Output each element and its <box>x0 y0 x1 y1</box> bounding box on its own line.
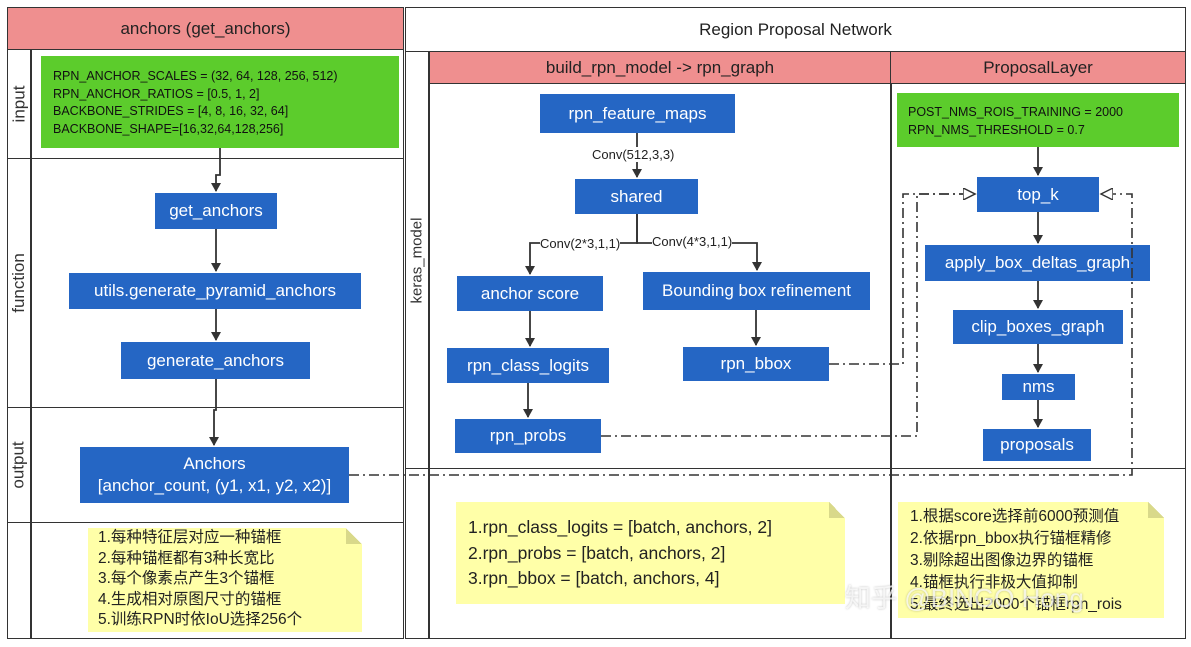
proposal-param-rois: POST_NMS_ROIS_TRAINING = 2000 <box>908 105 1124 119</box>
proposal-param-nms: RPN_NMS_THRESHOLD = 0.7 <box>908 122 1085 137</box>
lane-label-divider <box>30 49 32 639</box>
rpn-notes-lane <box>405 468 1186 639</box>
watermark: 知乎 @BINGO Hong <box>845 583 1084 613</box>
nms-node: nms <box>1002 374 1075 400</box>
rpn-label-divider <box>428 51 430 639</box>
proposal-note-5: 5.最终选出2000个锚框rpn_rois <box>910 596 1122 613</box>
anchor-score-node: anchor score <box>457 276 603 311</box>
rpn-feature-maps-node: rpn_feature_maps <box>540 94 735 133</box>
anchor-param-scales: RPN_ANCHOR_SCALES = (32, 64, 128, 256, 5… <box>53 69 338 83</box>
rpn-panel-title: Region Proposal Network <box>405 7 1186 52</box>
rpn-column-divider <box>890 51 892 639</box>
rpn-probs-node: rpn_probs <box>455 419 601 453</box>
anchors-output-node: Anchors [anchor_count, (y1, x1, y2, x2)] <box>80 447 349 503</box>
edge-probs-to-topk <box>601 194 975 437</box>
anchor-param-strides: BACKBONE_STRIDES = [4, 8, 16, 32, 64] <box>53 104 289 118</box>
rpn-panel-title-text: Region Proposal Network <box>699 19 892 39</box>
anchor-param-shape: BACKBONE_SHAPE=[16,32,64,128,256] <box>53 121 284 136</box>
edge-params-to-get-anchors <box>211 148 221 192</box>
generate-pyramid-anchors-node: utils.generate_pyramid_anchors <box>69 273 361 309</box>
rpn-bbox-node: rpn_bbox <box>683 347 829 381</box>
anchor-note-4: 4.生成相对原图尺寸的锚框 <box>98 590 282 608</box>
shared-node: shared <box>575 179 698 214</box>
proposal-note-3: 3.剔除超出图像边界的锚框 <box>910 552 1094 569</box>
conv-shared-label: Conv(512,3,3) <box>592 147 675 162</box>
rpn-class-logits-node: rpn_class_logits <box>447 348 609 383</box>
bbox-refinement-node: Bounding box refinement <box>643 272 870 310</box>
clip-boxes-node: clip_boxes_graph <box>953 310 1123 344</box>
edge-generate-to-output <box>209 379 219 446</box>
proposal-note-1: 1.根据score选择前6000预测值 <box>910 508 1120 525</box>
conv-bbox-label: Conv(4*3,1,1) <box>652 234 733 249</box>
proposal-note-4: 4.锚框执行非极大值抑制 <box>910 574 1078 591</box>
anchor-note-1: 1.每种特征层对应一种锚框 <box>98 529 282 546</box>
anchor-note-5: 5.训练RPN时依IoU选择256个 <box>98 611 303 628</box>
conv-score-label: Conv(2*3,1,1) <box>540 236 621 251</box>
proposal-params: POST_NMS_ROIS_TRAINING = 2000 RPN_NMS_TH… <box>897 93 1179 147</box>
edge-anchors-to-topk <box>349 194 1133 476</box>
anchor-notes: 1.每种特征层对应一种锚框 2.每种锚框都有3种长宽比 3.每个像素点产生3个锚… <box>88 528 362 632</box>
proposal-note-2: 2.依据rpn_bbox执行锚框精修 <box>910 530 1112 547</box>
anchor-note-2: 2.每种锚框都有3种长宽比 <box>98 549 275 567</box>
notes-lane <box>7 522 404 639</box>
rpn-note-1: 1.rpn_class_logits = [batch, anchors, 2] <box>468 517 772 537</box>
anchor-input-params: RPN_ANCHOR_SCALES = (32, 64, 128, 256, 5… <box>41 56 399 148</box>
proposals-node: proposals <box>983 429 1091 461</box>
proposal-layer-title: ProposalLayer <box>890 51 1186 84</box>
proposal-notes: 1.根据score选择前6000预测值 2.依据rpn_bbox执行锚框精修 3… <box>898 502 1164 618</box>
rpn-graph-title: build_rpn_model -> rpn_graph <box>429 51 891 84</box>
apply-box-deltas-node: apply_box_deltas_graph <box>925 245 1150 281</box>
left-panel-title-text: anchors (get_anchors) <box>120 18 291 38</box>
rpn-note-2: 2.rpn_probs = [batch, anchors, 2] <box>468 542 726 563</box>
anchor-note-3: 3.每个像素点产生3个锚框 <box>98 570 275 587</box>
get-anchors-node: get_anchors <box>155 193 277 229</box>
rpn-note-3: 3.rpn_bbox = [batch, anchors, 4] <box>468 568 720 588</box>
edge-bbox-to-topk <box>829 194 975 365</box>
anchor-param-ratios: RPN_ANCHOR_RATIOS = [0.5, 1, 2] <box>53 86 260 101</box>
rpn-graph-notes: 1.rpn_class_logits = [batch, anchors, 2]… <box>456 502 845 604</box>
generate-anchors-node: generate_anchors <box>121 342 310 379</box>
top-k-node: top_k <box>977 177 1099 212</box>
left-panel-title: anchors (get_anchors) <box>7 7 404 50</box>
